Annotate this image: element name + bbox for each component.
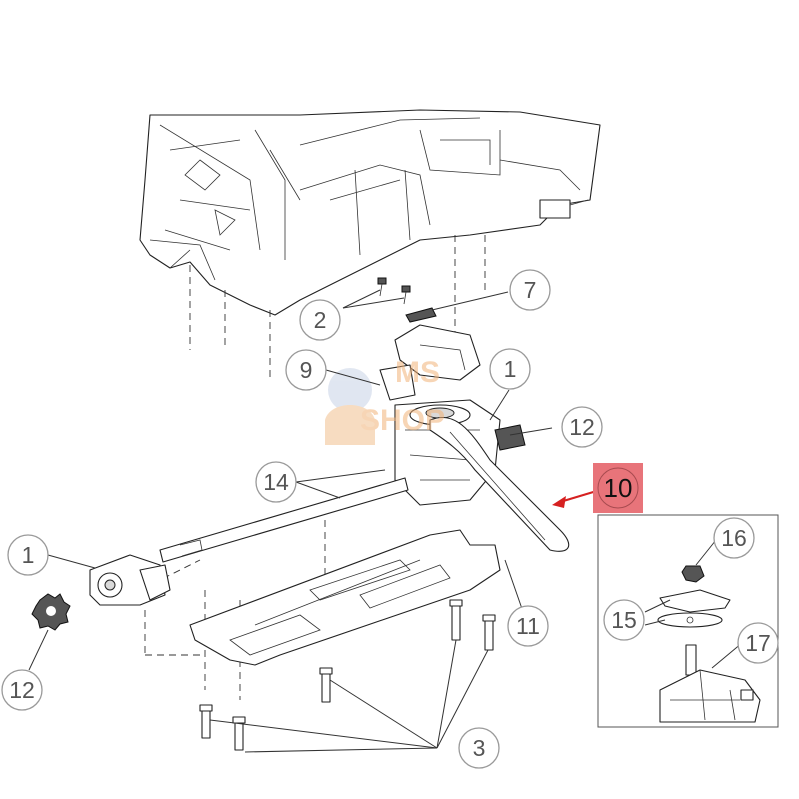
bolt-5 <box>232 716 246 751</box>
transmission-assembly <box>379 324 526 506</box>
bolts <box>199 599 496 751</box>
svg-text:17: 17 <box>745 630 771 656</box>
svg-text:15: 15 <box>611 607 637 633</box>
callout-3: 3 <box>458 727 500 769</box>
svg-text:11: 11 <box>516 613 540 639</box>
callout-11: 11 <box>507 605 549 647</box>
screw-left <box>377 277 387 297</box>
callout-1-lower: 1 <box>7 534 49 576</box>
watermark-line-2: SHOP <box>360 404 445 437</box>
highlight-arrow-head <box>552 496 566 508</box>
callout-16: 16 <box>713 517 755 559</box>
callout-14: 14 <box>255 461 297 503</box>
svg-text:1: 1 <box>504 356 517 382</box>
gear <box>31 593 71 631</box>
callout-15: 15 <box>603 599 645 641</box>
svg-text:9: 9 <box>300 357 313 383</box>
svg-text:16: 16 <box>721 525 747 551</box>
callout-10-highlighted: 10 <box>593 463 643 513</box>
svg-text:12: 12 <box>9 677 35 703</box>
spring <box>405 307 437 323</box>
svg-text:14: 14 <box>263 469 289 495</box>
callout-17: 17 <box>737 622 779 664</box>
leader-lines <box>28 289 743 753</box>
svg-text:3: 3 <box>473 735 486 761</box>
bolt-2 <box>482 614 496 651</box>
callout-7: 7 <box>509 269 551 311</box>
svg-text:1: 1 <box>22 542 35 568</box>
base-plate <box>189 529 501 666</box>
callout-9: 9 <box>285 349 327 391</box>
screw-pair <box>377 277 411 305</box>
bolt-3 <box>319 667 333 703</box>
callout-12-upper: 12 <box>561 406 603 448</box>
svg-text:7: 7 <box>524 277 537 303</box>
callout-2: 2 <box>299 299 341 341</box>
callout-1-upper: 1 <box>489 348 531 390</box>
svg-text:12: 12 <box>569 414 595 440</box>
bolt-1 <box>449 599 463 641</box>
screw-right <box>401 285 411 305</box>
svg-text:10: 10 <box>604 473 633 503</box>
drive-shaft <box>159 477 409 563</box>
chassis-frame <box>139 109 601 316</box>
watermark-line-1: MS <box>395 356 440 389</box>
watermark: MS SHOP <box>325 356 445 445</box>
bolt-4 <box>199 704 213 739</box>
callout-12-lower: 12 <box>1 669 43 711</box>
svg-text:2: 2 <box>314 307 327 333</box>
bearing-housing <box>89 554 171 606</box>
drive-belt <box>429 416 570 552</box>
